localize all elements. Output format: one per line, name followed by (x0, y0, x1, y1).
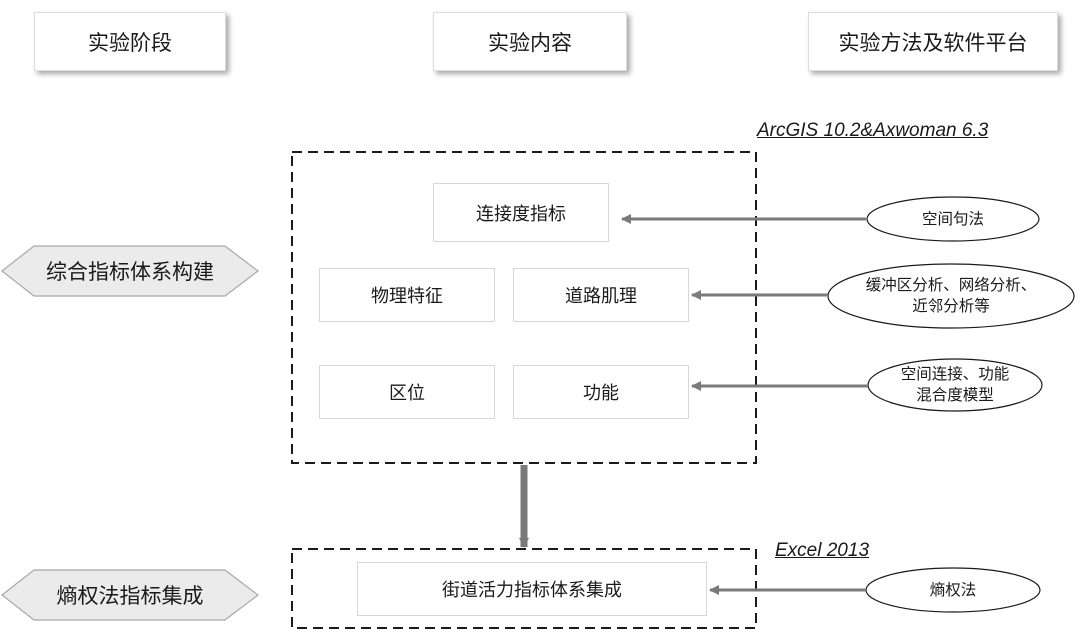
location-box: 区位 (319, 365, 495, 419)
integration-box: 街道活力指标体系集成 (357, 562, 707, 616)
physical-feature-box: 物理特征 (319, 268, 495, 322)
spatial-analysis-line-2: 近邻分析等 (912, 297, 990, 315)
indicator-group-frame (291, 151, 757, 464)
header-content: 实验内容 (433, 12, 627, 71)
space-syntax-label: 空间句法 (921, 209, 984, 228)
entropy-label: 熵权法 (929, 580, 977, 599)
road-texture-box: 道路肌理 (513, 268, 689, 322)
tool-label-arcgis: ArcGIS 10.2&Axwoman 6.3 (757, 120, 989, 141)
space-syntax-ellipse (866, 196, 1040, 242)
header-method: 实验方法及软件平台 (808, 12, 1058, 71)
mix-model-line-2: 混合度模型 (916, 386, 994, 404)
connectivity-box: 连接度指标 (433, 183, 609, 242)
function-box: 功能 (513, 365, 689, 419)
spatial-analysis-label: 缓冲区分析、网络分析、 近邻分析等 (828, 264, 1074, 328)
stage-label-1: 综合指标体系构建 (46, 260, 214, 284)
mix-model-line-1: 空间连接、功能 (900, 365, 1010, 383)
spatial-analysis-line-1: 缓冲区分析、网络分析、 (865, 276, 1037, 294)
stage-hexagon-1 (1, 245, 259, 297)
mix-model-label: 空间连接、功能 混合度模型 (868, 359, 1042, 411)
header-stage: 实验阶段 (34, 12, 226, 71)
tool-label-excel: Excel 2013 (775, 540, 870, 561)
stage-hexagon-2 (1, 569, 259, 621)
stage-label-2: 熵权法指标集成 (56, 584, 204, 608)
